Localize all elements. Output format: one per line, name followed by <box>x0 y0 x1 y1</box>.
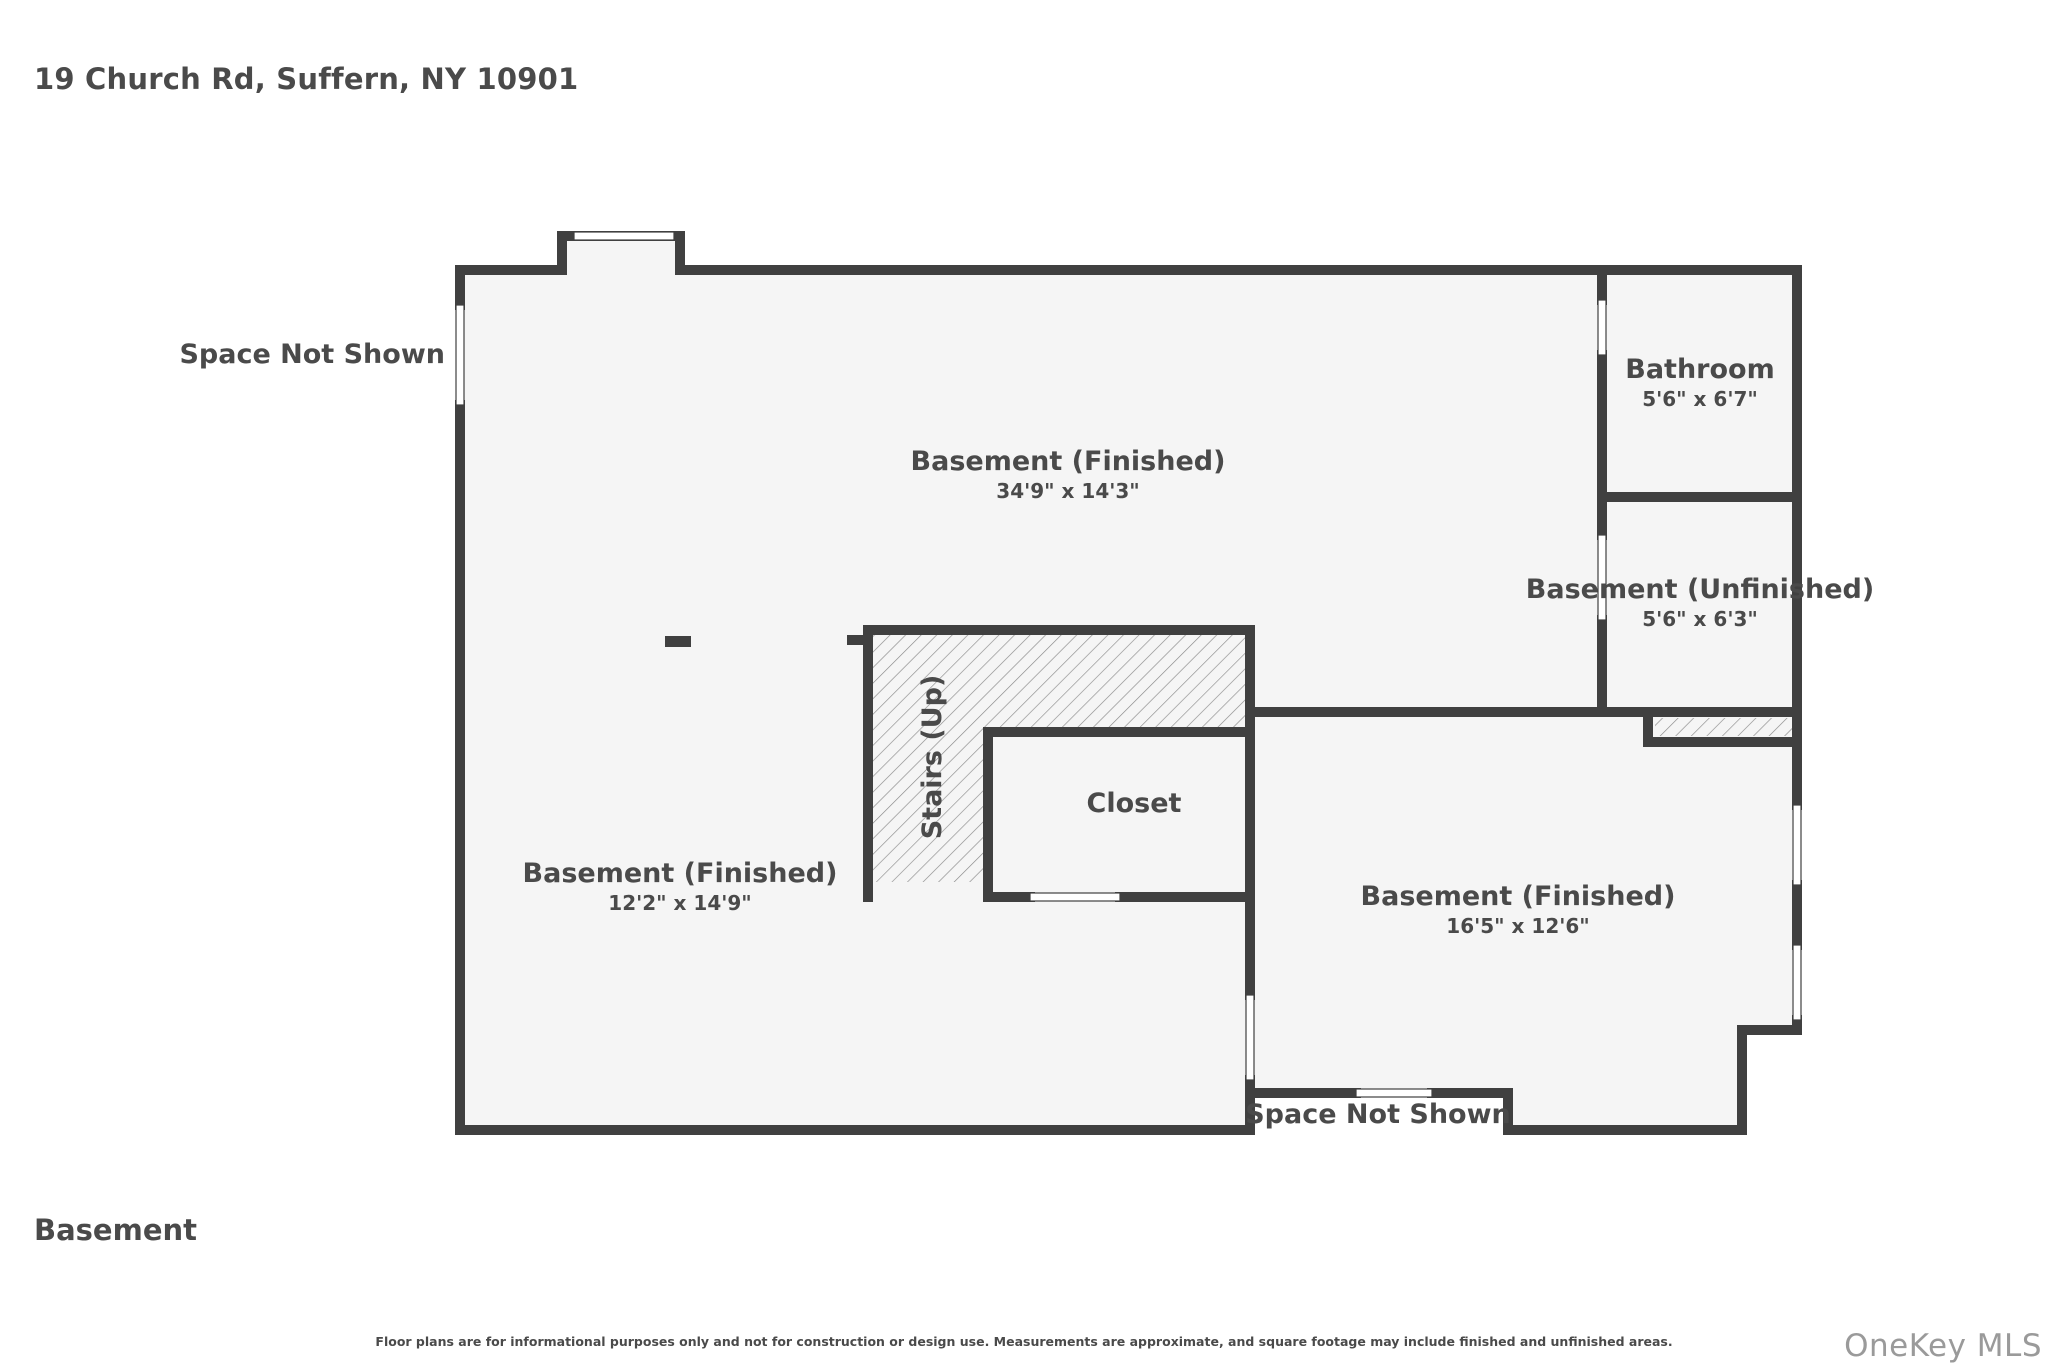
space-not-shown-bottom: Space Not Shown <box>1245 1099 1511 1130</box>
windows <box>455 231 1802 1098</box>
stairs-hatch <box>870 630 1250 882</box>
room-dims-bathroom: 5'6" x 6'7" <box>1642 387 1758 411</box>
room-name-closet: Closet <box>1087 788 1182 819</box>
room-dims-left: 12'2" x 14'9" <box>608 891 751 915</box>
wall-stub <box>665 636 691 647</box>
room-name-right: Basement (Finished) <box>1361 881 1676 912</box>
floor-label: Basement <box>34 1213 197 1247</box>
disclaimer: Floor plans are for informational purpos… <box>375 1334 1673 1349</box>
room-name-main: Basement (Finished) <box>911 446 1226 477</box>
space-not-shown-left: Space Not Shown <box>179 339 445 370</box>
room-name-bathroom: Bathroom <box>1625 354 1774 385</box>
room-name-left: Basement (Finished) <box>523 858 838 889</box>
room-dims-unfinished: 5'6" x 6'3" <box>1642 607 1758 631</box>
property-address: 19 Church Rd, Suffern, NY 10901 <box>34 62 579 96</box>
room-name-unfinished: Basement (Unfinished) <box>1526 574 1874 605</box>
room-dims-main: 34'9" x 14'3" <box>996 479 1139 503</box>
room-dims-right: 16'5" x 12'6" <box>1446 914 1589 938</box>
storage-hatch <box>1655 718 1792 736</box>
room-name-stairs: Stairs (Up) <box>917 675 948 840</box>
watermark-logo: OneKey MLS <box>1844 1328 2042 1364</box>
